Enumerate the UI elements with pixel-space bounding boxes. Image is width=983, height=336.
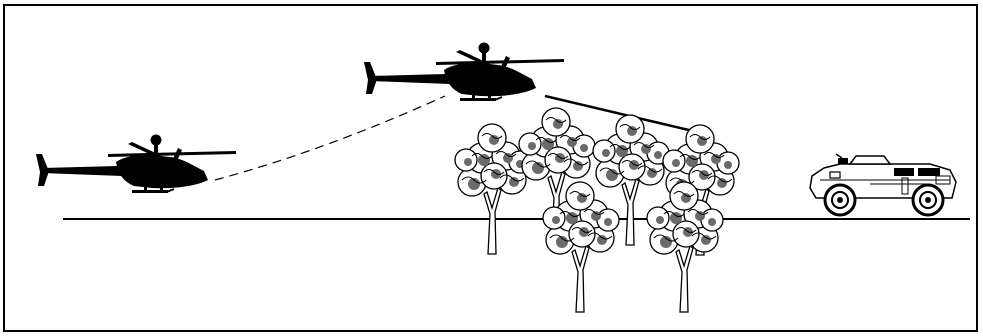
figure-canvas <box>0 0 983 336</box>
scene-diagram <box>0 0 983 336</box>
